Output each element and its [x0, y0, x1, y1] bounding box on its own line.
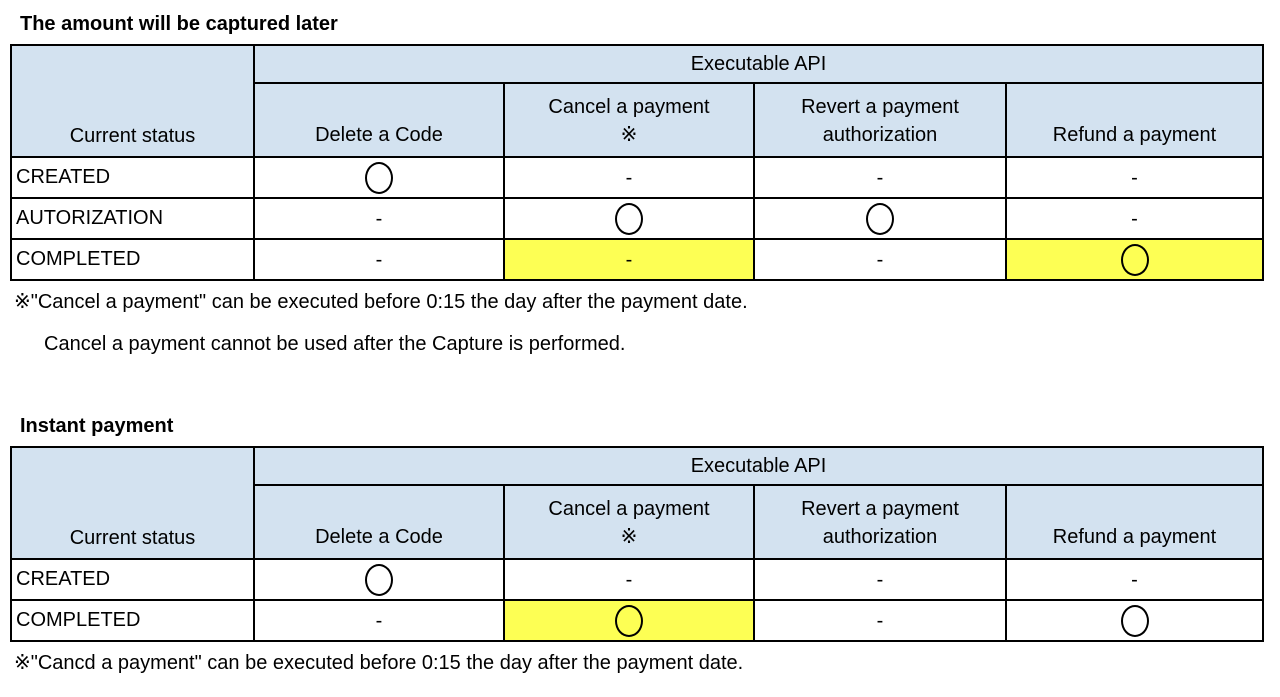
instant-payment-title: Instant payment — [20, 415, 174, 437]
api-availability-cell: - — [253, 599, 505, 642]
api-column-header: Refund a payment — [1004, 484, 1265, 560]
api-availability-cell — [503, 197, 755, 240]
available-circle-mark — [615, 604, 643, 637]
document-page: The amount will be captured later Curren… — [10, 12, 1280, 675]
api-availability-cell: - — [1004, 558, 1265, 601]
footnote-line: Cancel a payment cannot be used after th… — [44, 333, 626, 355]
api-availability-cell: - — [253, 197, 505, 240]
api-column-header: Delete a Code — [253, 82, 505, 158]
status-label-cell: AUTORIZATION — [10, 197, 255, 240]
api-availability-cell: - — [503, 156, 755, 199]
api-availability-cell — [1004, 599, 1265, 642]
status-label-cell: CREATED — [10, 558, 255, 601]
api-availability-cell — [253, 558, 505, 601]
executable-api-group-header: Executable API — [252, 44, 1265, 84]
api-availability-cell: - — [503, 558, 755, 601]
api-availability-cell: - — [1004, 156, 1265, 199]
executable-api-group-header: Executable API — [252, 446, 1265, 486]
status-row: CREATED--- — [10, 558, 1265, 601]
available-circle-mark — [1120, 243, 1149, 276]
api-availability-cell — [253, 156, 505, 199]
api-column-header: Delete a Code — [253, 484, 505, 560]
current-status-column-header: Current status — [10, 446, 255, 560]
available-circle-mark — [615, 202, 643, 235]
footnote-line: ※"Cancd a payment" can be executed befor… — [14, 652, 744, 674]
api-availability-cell: - — [753, 599, 1007, 642]
status-label-cell: CREATED — [10, 156, 255, 199]
status-row: CREATED--- — [10, 156, 1265, 199]
available-circle-mark — [365, 563, 393, 596]
api-availability-cell: - — [1004, 197, 1265, 240]
api-availability-cell — [1004, 238, 1265, 281]
api-availability-cell: - — [753, 238, 1007, 281]
api-availability-cell: - — [753, 558, 1007, 601]
available-circle-mark — [866, 202, 894, 235]
current-status-column-header: Current status — [10, 44, 255, 158]
api-column-header: Cancel a payment※ — [503, 82, 755, 158]
status-row: COMPLETED--- — [10, 238, 1265, 281]
instant-payment-footnotes: ※"Cancd a payment" can be executed befor… — [10, 652, 1280, 675]
api-availability-cell — [503, 599, 755, 642]
status-row: AUTORIZATION-- — [10, 197, 1265, 240]
capture-later-section: The amount will be captured later Curren… — [10, 12, 1280, 356]
api-availability-cell: - — [253, 238, 505, 281]
available-circle-mark — [365, 161, 393, 194]
status-label-cell: COMPLETED — [10, 599, 255, 642]
api-availability-cell — [753, 197, 1007, 240]
api-availability-cell: - — [753, 156, 1007, 199]
status-label-cell: COMPLETED — [10, 238, 255, 281]
status-row: COMPLETED-- — [10, 599, 1265, 642]
api-column-header: Cancel a payment※ — [503, 484, 755, 560]
capture-later-title: The amount will be captured later — [20, 13, 338, 35]
api-availability-cell: - — [503, 238, 755, 281]
capture-later-footnotes: ※"Cancel a payment" can be executed befo… — [10, 291, 1280, 356]
footnote-line: ※"Cancel a payment" can be executed befo… — [14, 291, 748, 313]
api-column-header: Refund a payment — [1004, 82, 1265, 158]
available-circle-mark — [1120, 604, 1149, 637]
